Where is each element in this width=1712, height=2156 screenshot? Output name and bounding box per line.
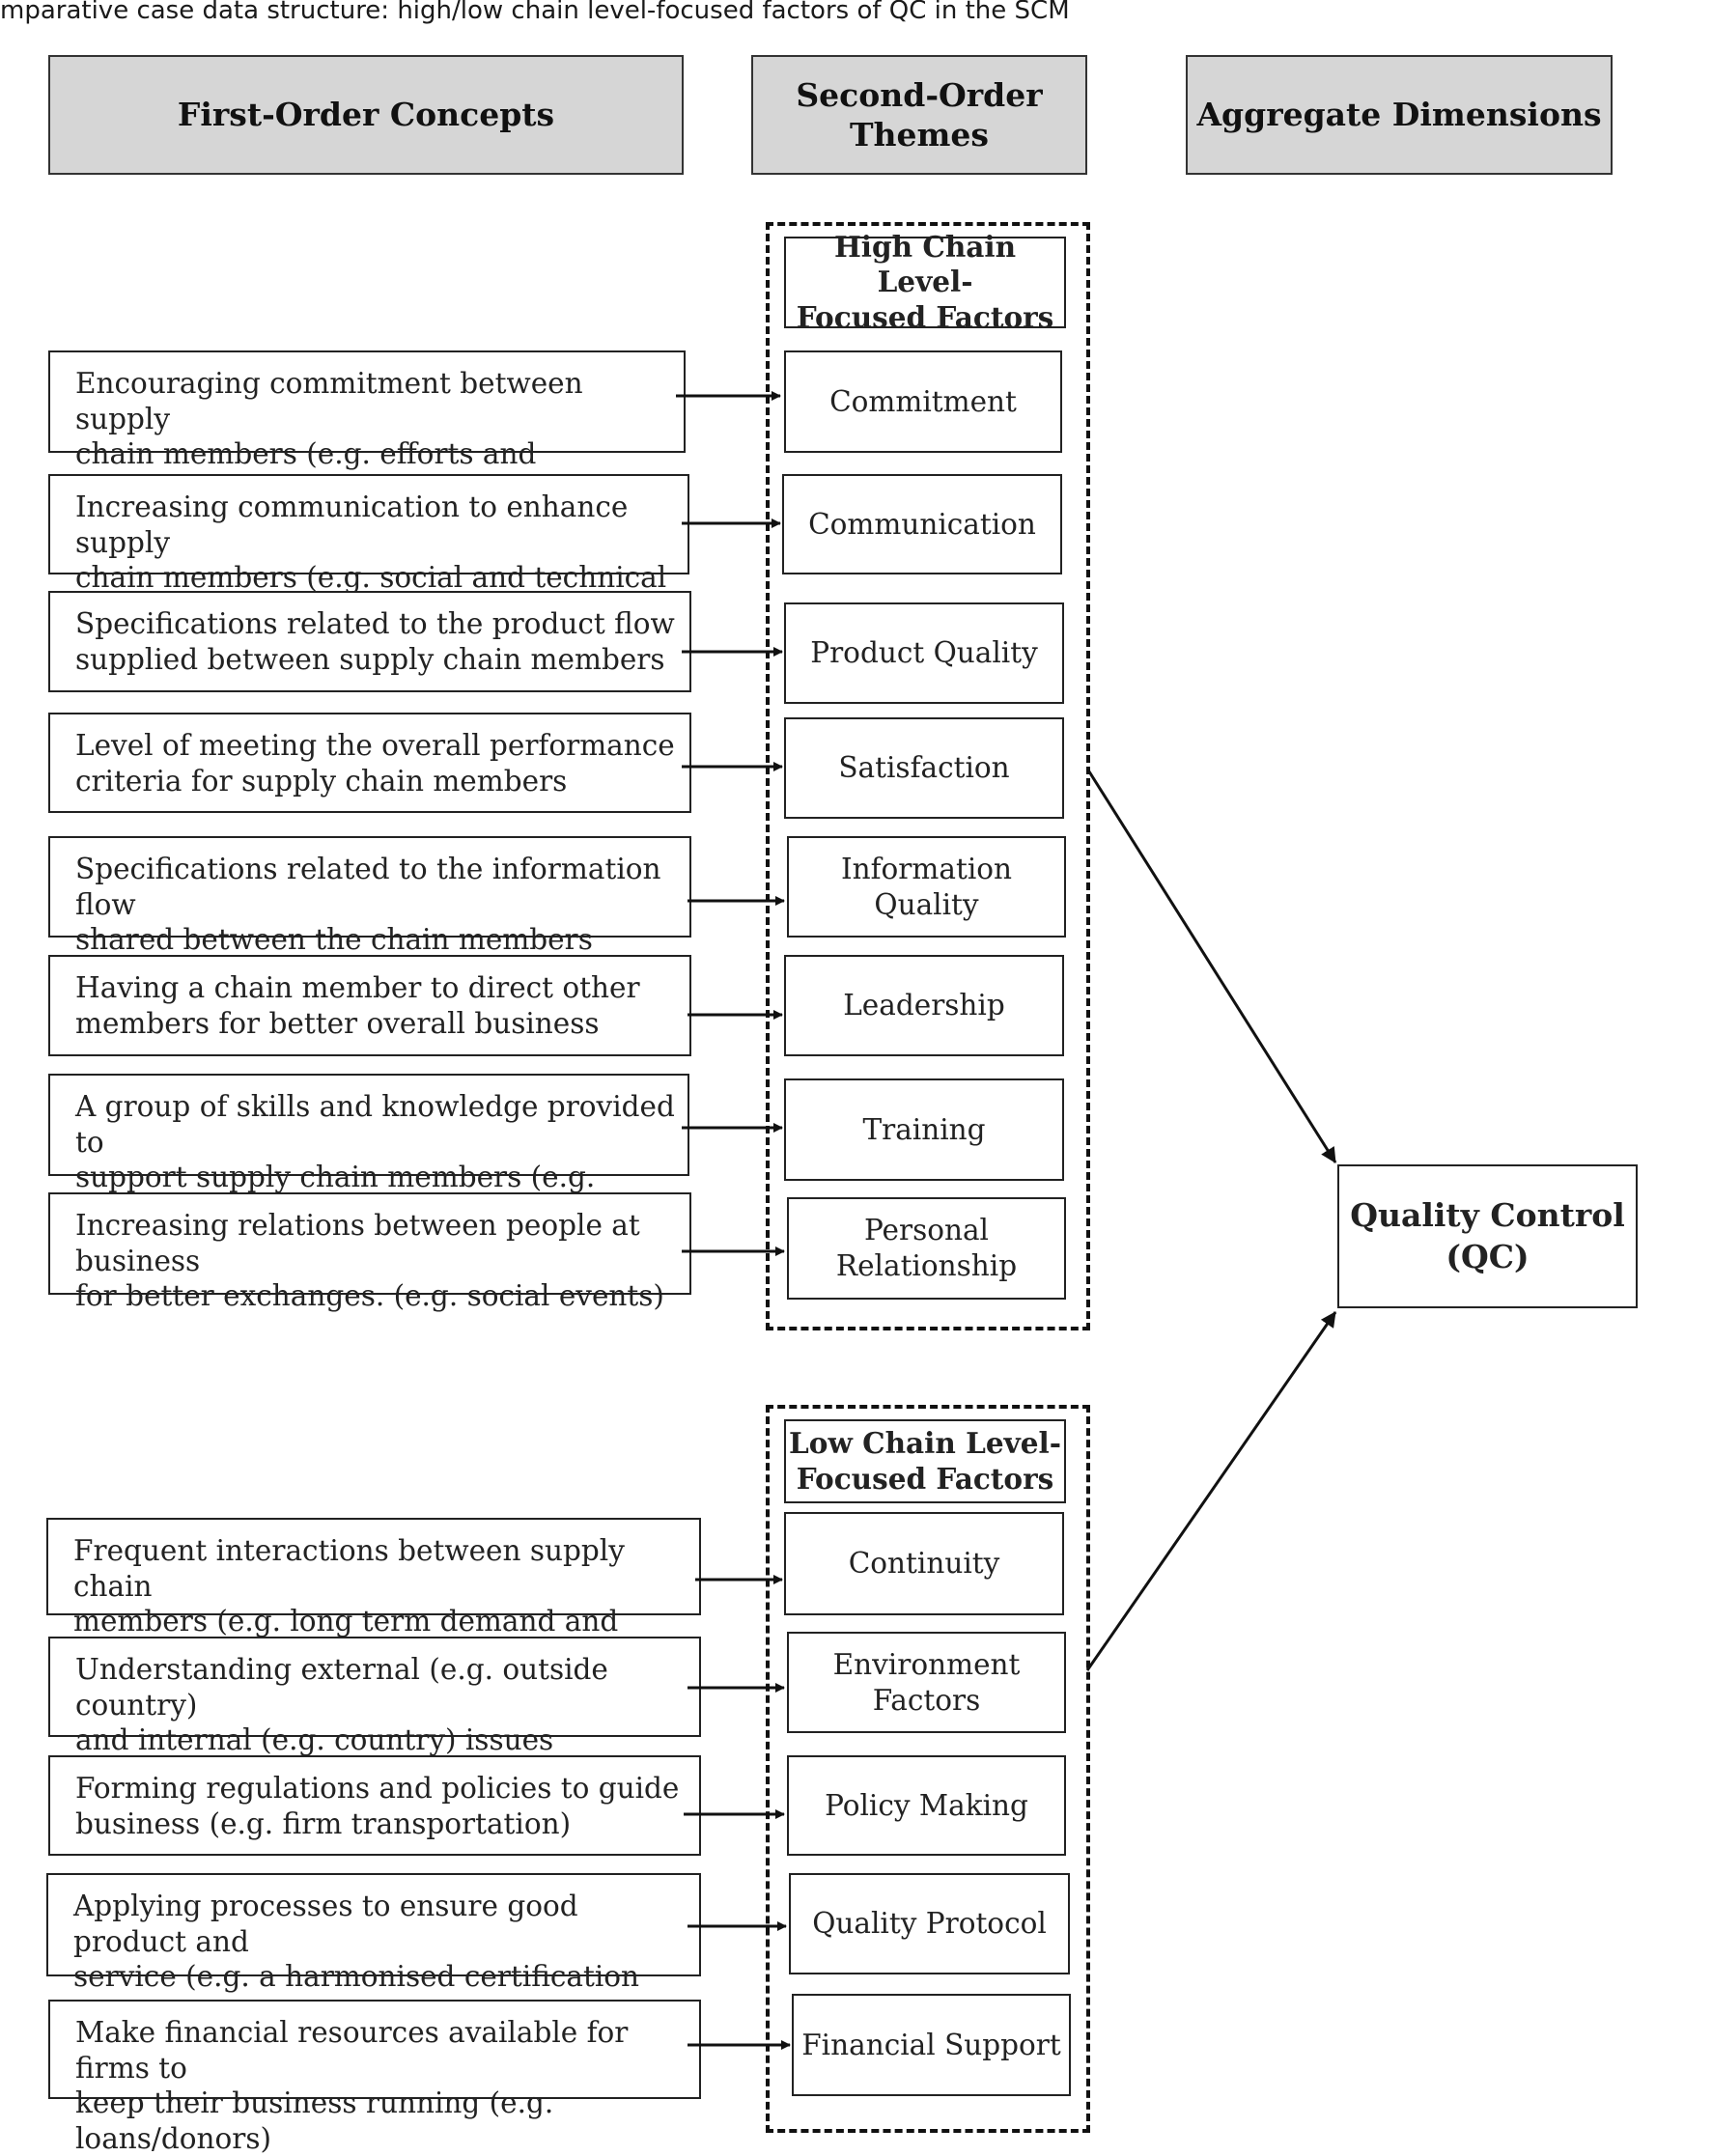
theme-personal-relationship: Personal Relationship	[787, 1197, 1066, 1300]
aggregate-quality-control: Quality Control (QC)	[1337, 1164, 1638, 1308]
concept-information-quality: Specifications related to the informatio…	[48, 836, 691, 956]
concept-financial-support: Make financial resources available for f…	[48, 2000, 701, 2155]
header-first-order-concepts: First-Order Concepts	[48, 55, 684, 175]
high-chain-group-border	[766, 222, 1090, 1330]
theme-communication: Communication	[782, 474, 1062, 574]
theme-financial-support: Financial Support	[792, 1994, 1071, 2096]
theme-quality-protocol: Quality Protocol	[789, 1873, 1070, 1974]
concept-continuity: Frequent interactions between supply cha…	[46, 1518, 701, 1673]
theme-continuity: Continuity	[784, 1512, 1064, 1615]
theme-training: Training	[784, 1078, 1064, 1181]
low-chain-group-title: Low Chain Level- Focused Factors	[784, 1419, 1066, 1503]
theme-product-quality: Product Quality	[784, 602, 1064, 704]
concept-product-quality: Specifications related to the product fl…	[48, 591, 691, 692]
arrow-low-to-qc	[1085, 1311, 1337, 1671]
concept-policy-making: Forming regulations and policies to guid…	[48, 1755, 701, 1856]
theme-leadership: Leadership	[784, 955, 1064, 1056]
high-chain-group-title: High Chain Level- Focused Factors	[784, 230, 1066, 334]
concept-leadership: Having a chain member to direct other me…	[48, 955, 691, 1056]
concept-personal-relationship: Increasing relations between people at b…	[48, 1192, 691, 1312]
header-second-order-themes: Second-Order Themes	[751, 55, 1087, 175]
concept-quality-protocol: Applying processes to ensure good produc…	[46, 1873, 701, 2029]
figure-caption: mparative case data structure: high/low …	[0, 0, 1070, 25]
theme-policy-making: Policy Making	[787, 1755, 1066, 1856]
theme-satisfaction: Satisfaction	[784, 717, 1064, 819]
concept-training: A group of skills and knowledge provided…	[48, 1074, 689, 1229]
low-chain-group-border	[766, 1405, 1090, 2133]
concept-environment-factors: Understanding external (e.g. outside cou…	[48, 1637, 701, 1756]
theme-information-quality: Information Quality	[787, 836, 1066, 938]
header-aggregate-dimensions: Aggregate Dimensions	[1186, 55, 1613, 175]
arrow-high-to-qc	[1085, 768, 1337, 1163]
concept-satisfaction: Level of meeting the overall performance…	[48, 713, 691, 813]
theme-commitment: Commitment	[784, 350, 1062, 453]
theme-environment-factors: Environment Factors	[787, 1632, 1066, 1733]
